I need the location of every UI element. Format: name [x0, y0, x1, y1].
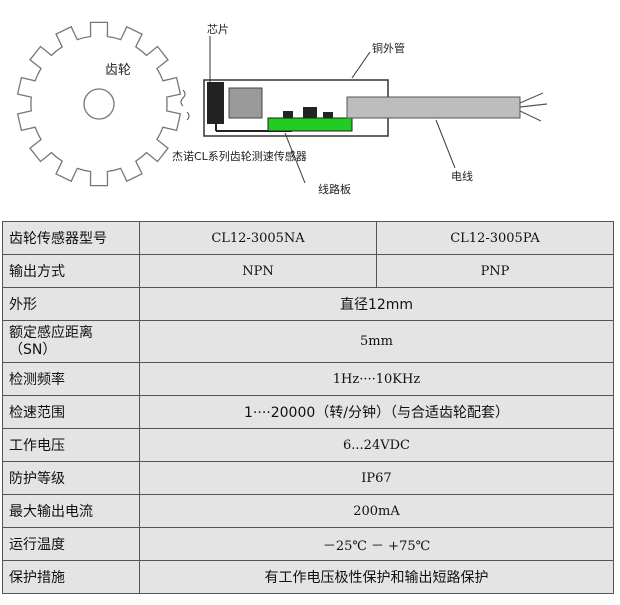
- spec-value: 1Hz····10KHz: [139, 362, 614, 396]
- spec-label: 运行温度: [2, 527, 140, 561]
- component-block: [228, 87, 263, 119]
- spec-label: 工作电压: [2, 428, 140, 462]
- spec-label-line: （SN）: [9, 341, 57, 358]
- gear-hole: [83, 88, 115, 120]
- board-label: 线路板: [318, 182, 351, 196]
- tube-leader: [351, 51, 371, 79]
- spec-value: PNP: [376, 254, 614, 288]
- spec-label: 防护等级: [2, 461, 140, 495]
- chip-label: 芯片: [207, 22, 229, 36]
- gap-mark: [180, 89, 186, 107]
- spec-label: 最大输出电流: [2, 494, 140, 528]
- board-component-2: [303, 107, 317, 118]
- gear-label: 齿轮: [105, 63, 131, 78]
- spec-value: IP67: [139, 461, 614, 495]
- product-label: 杰诺CL系列齿轮测速传感器: [172, 149, 307, 163]
- spec-value: 200mA: [139, 494, 614, 528]
- spec-value: 有工作电压极性保护和输出短路保护: [139, 560, 614, 594]
- spec-label: 额定感应距离（SN）: [2, 320, 140, 363]
- chip: [207, 82, 224, 124]
- spec-row: 额定感应距离（SN）5mm: [2, 320, 614, 363]
- cable-leader: [435, 119, 456, 169]
- spec-value: 6...24VDC: [139, 428, 614, 462]
- spec-value: 直径12mm: [139, 287, 614, 321]
- spec-value: 1····20000（转/分钟）（与合适齿轮配套）: [139, 395, 614, 429]
- circuit-board: [267, 117, 353, 132]
- gear-icon: [16, 21, 182, 187]
- spec-label: 保护措施: [2, 560, 140, 594]
- spec-label: 检测频率: [2, 362, 140, 396]
- spec-value: 5mm: [139, 320, 614, 363]
- sensor-diagram: 齿轮 芯片 铜外管 杰诺CL系列齿轮测速传感器 线路板 电线: [0, 0, 620, 215]
- spec-value: －25℃ － +75℃: [139, 527, 614, 561]
- board-component-1: [283, 111, 293, 118]
- cable: [346, 96, 521, 119]
- spec-label: 输出方式: [2, 254, 140, 288]
- board-leader: [284, 132, 306, 184]
- gap-mark-lower: [186, 111, 190, 121]
- sensor-diagram-svg: 齿轮 芯片 铜外管 杰诺CL系列齿轮测速传感器 线路板 电线: [16, 21, 548, 196]
- spec-value: CL12-3005PA: [376, 221, 614, 255]
- spec-row: 保护措施有工作电压极性保护和输出短路保护: [2, 560, 614, 594]
- spec-row: 运行温度－25℃ － +75℃: [2, 527, 614, 561]
- tube-label: 铜外管: [372, 41, 405, 55]
- cable-wires: [519, 92, 548, 122]
- spec-value: CL12-3005NA: [139, 221, 377, 255]
- cable-label: 电线: [451, 169, 473, 183]
- spec-label-line: 额定感应距离: [9, 324, 93, 341]
- spec-label: 外形: [2, 287, 140, 321]
- board-component-3: [323, 112, 333, 118]
- spec-row: 外形直径12mm: [2, 287, 614, 321]
- spec-label: 检速范围: [2, 395, 140, 429]
- spec-label: 齿轮传感器型号: [2, 221, 140, 255]
- spec-value: NPN: [139, 254, 377, 288]
